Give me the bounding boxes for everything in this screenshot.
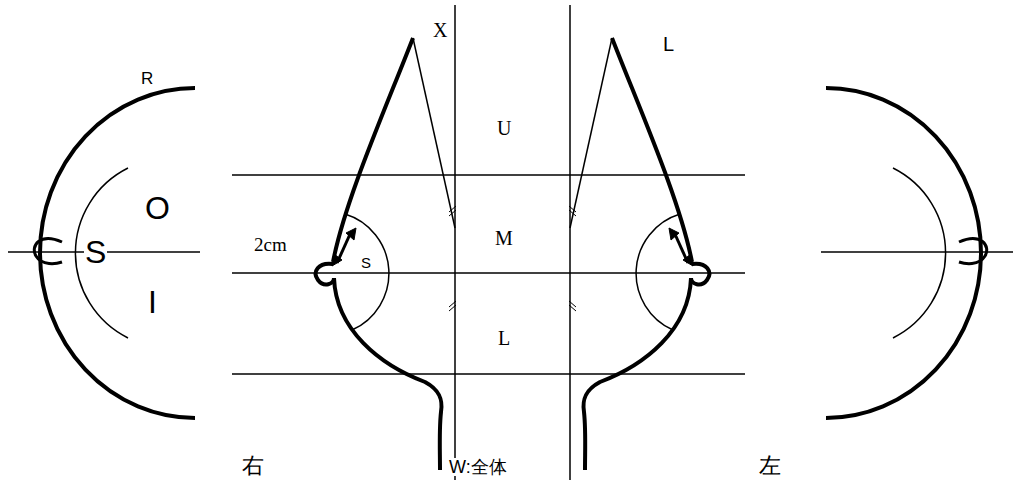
region-label: X <box>432 20 448 40</box>
level-line <box>232 272 745 274</box>
level-line <box>232 373 745 375</box>
region-label: U <box>496 118 512 138</box>
level-lines <box>232 175 745 374</box>
level-line <box>232 174 745 176</box>
region-label: L <box>497 328 511 348</box>
region-label: 2cm <box>253 235 288 254</box>
region-label: 右 <box>241 455 265 477</box>
region-label: R <box>140 70 154 87</box>
region-label: S <box>84 236 107 268</box>
axis-line <box>821 251 1013 253</box>
region-label: 左 <box>758 455 782 477</box>
region-label: L <box>662 34 675 54</box>
region-label: W:全体 <box>448 458 508 476</box>
region-label: S <box>360 255 372 270</box>
left-lateral <box>569 5 709 480</box>
left-frontal <box>826 88 987 418</box>
right-frontal <box>34 88 195 418</box>
region-label: O <box>144 192 171 224</box>
region-label: M <box>494 228 514 248</box>
region-label: I <box>147 286 158 318</box>
right-lateral <box>316 5 456 480</box>
